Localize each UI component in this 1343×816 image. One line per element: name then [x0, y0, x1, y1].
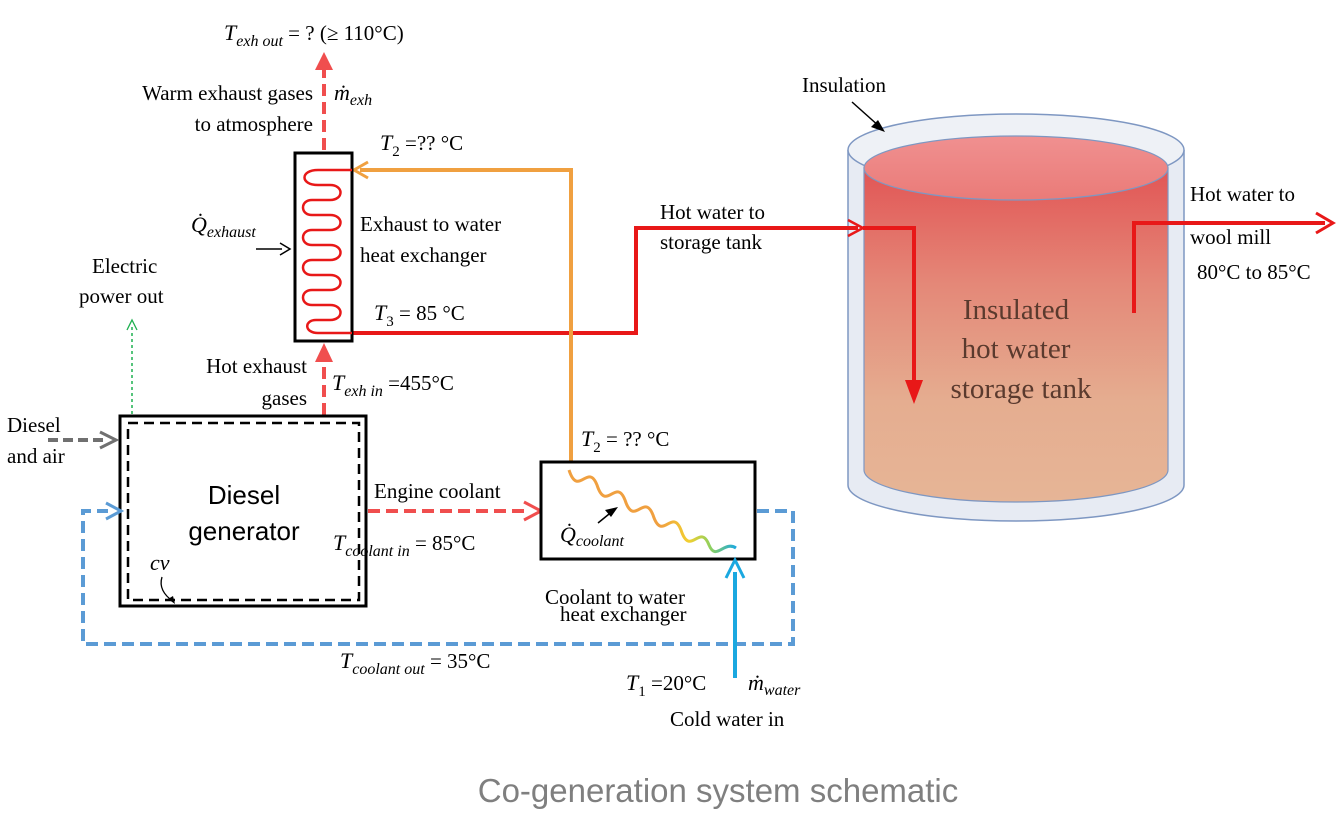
- m-water-label: ṁwater: [748, 670, 801, 699]
- diesel-air-label-line1: Diesel: [7, 413, 61, 437]
- hot-water-tank-label-line1: Hot water to: [660, 200, 765, 224]
- exhaust-out-stream: [315, 52, 333, 150]
- electric-label-line2: power out: [79, 284, 164, 308]
- diagram-caption: Co-generation system schematic: [478, 772, 959, 809]
- hot-exhaust-label-line1: Hot exhaust: [206, 354, 307, 378]
- exhaust-hx-label-line2: heat exchanger: [360, 243, 487, 267]
- hot-water-mill-label-line1: Hot water to: [1190, 182, 1295, 206]
- diesel-air-label-line2: and air: [7, 444, 65, 468]
- q-exhaust-label: Q̇exhaust: [191, 212, 256, 241]
- storage-tank: Insulated hot water storage tank: [847, 113, 1185, 522]
- coolant-hx-label-line1: Coolant to water: [545, 585, 685, 609]
- warm-water-loop: [350, 160, 573, 465]
- tank-label-line3: storage tank: [951, 373, 1092, 405]
- hot-water-to-tank-pipe: [336, 218, 923, 404]
- exhaust-heat-exchanger: [293, 151, 354, 343]
- warm-exhaust-label-line2: to atmosphere: [195, 112, 313, 136]
- hot-water-mill-label-line2: wool mill: [1190, 225, 1271, 249]
- insulation-label: Insulation: [802, 73, 886, 97]
- m-exh-label: ṁexh: [334, 80, 372, 109]
- t2-top-label: T2 =?? °C: [380, 130, 463, 160]
- q-coolant-label: Q̇coolant: [560, 522, 624, 550]
- q-exhaust-arrow: [256, 242, 292, 256]
- generator-label-line1: Diesel: [208, 480, 280, 510]
- t-exh-in-label: Texh in =455°C: [332, 370, 454, 400]
- t-exh-out-label: Texh out = ? (≥ 110°C): [224, 20, 404, 50]
- tank-label-line2: hot water: [962, 333, 1071, 365]
- hot-water-tank-label-line2: storage tank: [660, 230, 763, 254]
- engine-coolant-label: Engine coolant: [374, 479, 501, 503]
- electric-label-line1: Electric: [92, 254, 157, 278]
- t3-label: T3 = 85 °C: [374, 300, 465, 330]
- hot-exhaust-label-line2: gases: [262, 386, 308, 410]
- cv-label: cv: [150, 550, 170, 575]
- coolant-return-loop: [81, 501, 795, 646]
- generator-label-line2: generator: [188, 516, 300, 546]
- hot-water-to-mill-pipe: [1132, 211, 1336, 313]
- engine-coolant-stream: [368, 500, 545, 522]
- exhaust-hx-label-line1: Exhaust to water: [360, 212, 501, 236]
- exhaust-in-stream: [315, 343, 333, 415]
- cold-water-inlet: [724, 556, 746, 678]
- insulation-pointer: Insulation: [802, 73, 886, 132]
- electric-power-out: [126, 318, 138, 414]
- t1-label: T1 =20°C: [626, 670, 706, 700]
- tank-label-line1: Insulated: [963, 294, 1070, 326]
- t-coolant-in-label: Tcoolant in = 85°C: [333, 530, 475, 560]
- mill-temp-range: 80°C to 85°C: [1197, 260, 1311, 284]
- diesel-air-inlet: [48, 430, 120, 450]
- t2-mid-label: T2 = ?? °C: [581, 426, 669, 456]
- coolant-hx-label-line2: heat exchanger: [560, 602, 687, 626]
- cold-water-label: Cold water in: [670, 707, 785, 731]
- coolant-heat-exchanger: Coolant to water heat exchanger: [539, 460, 757, 626]
- diesel-generator: Diesel generator cv: [118, 414, 368, 608]
- t-coolant-out-label: Tcoolant out = 35°C: [340, 648, 490, 678]
- warm-exhaust-label-line1: Warm exhaust gases: [142, 81, 313, 105]
